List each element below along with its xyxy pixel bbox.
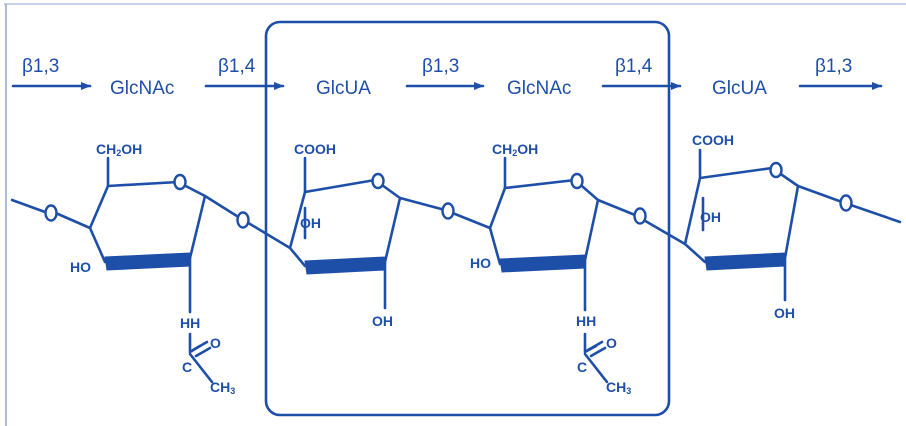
glycosidic-oxygen	[441, 202, 455, 220]
residue-label: GlcNAc	[507, 78, 571, 99]
ch3-label: CH3	[210, 379, 235, 396]
cooh-label: COOH	[692, 132, 734, 148]
cooh-label: COOH	[294, 141, 336, 157]
ring-oxygen	[173, 173, 187, 191]
residue-label: GlcUA	[316, 78, 371, 99]
carbonyl-o-label: O	[210, 335, 221, 351]
oh-label: OH	[774, 305, 795, 321]
ch2oh-label: CH2OH	[96, 141, 142, 158]
ring-oxygen	[570, 172, 584, 190]
ring-glcnac-1: CH2OH HO HH O C CH3	[70, 141, 235, 396]
ring-glcnac-2: CH2OH HO HH O C CH3	[470, 141, 631, 396]
nh-label: HH	[180, 315, 200, 331]
glycosidic-oxygen	[44, 204, 58, 222]
glycosidic-oxygen	[236, 211, 250, 229]
oh-label: OH	[372, 313, 393, 329]
linkage-label: β1,3	[22, 56, 59, 77]
ch2oh-label: CH2OH	[492, 141, 538, 158]
glycosidic-chain	[10, 184, 902, 250]
oh-label: OH	[300, 215, 321, 231]
ring-glcua-2: COOH OH OH	[683, 132, 800, 321]
linkage-label: β1,4	[218, 56, 256, 77]
glycosidic-oxygen	[839, 194, 853, 212]
linkage-label: β1,3	[815, 56, 852, 77]
glycosidic-oxygen	[633, 207, 647, 225]
carbonyl-o-label: O	[606, 335, 617, 351]
oh-label: OH	[700, 209, 721, 225]
ho-label: HO	[70, 259, 91, 275]
repeat-unit-box	[264, 20, 671, 417]
carbonyl-c-label: C	[182, 359, 192, 375]
linkage-label: β1,4	[615, 56, 653, 77]
ring-oxygen	[371, 172, 385, 190]
ring-glcua-1: COOH OH OH	[288, 141, 402, 329]
ho-label: HO	[470, 255, 491, 271]
carbonyl-c-label: C	[577, 359, 587, 375]
nh-label: HH	[576, 313, 596, 329]
residue-label: GlcNAc	[110, 78, 174, 99]
ch3-label: CH3	[606, 379, 631, 396]
residue-label: GlcUA	[712, 78, 767, 99]
ring-oxygen	[769, 161, 783, 179]
linkage-label: β1,3	[422, 56, 459, 77]
